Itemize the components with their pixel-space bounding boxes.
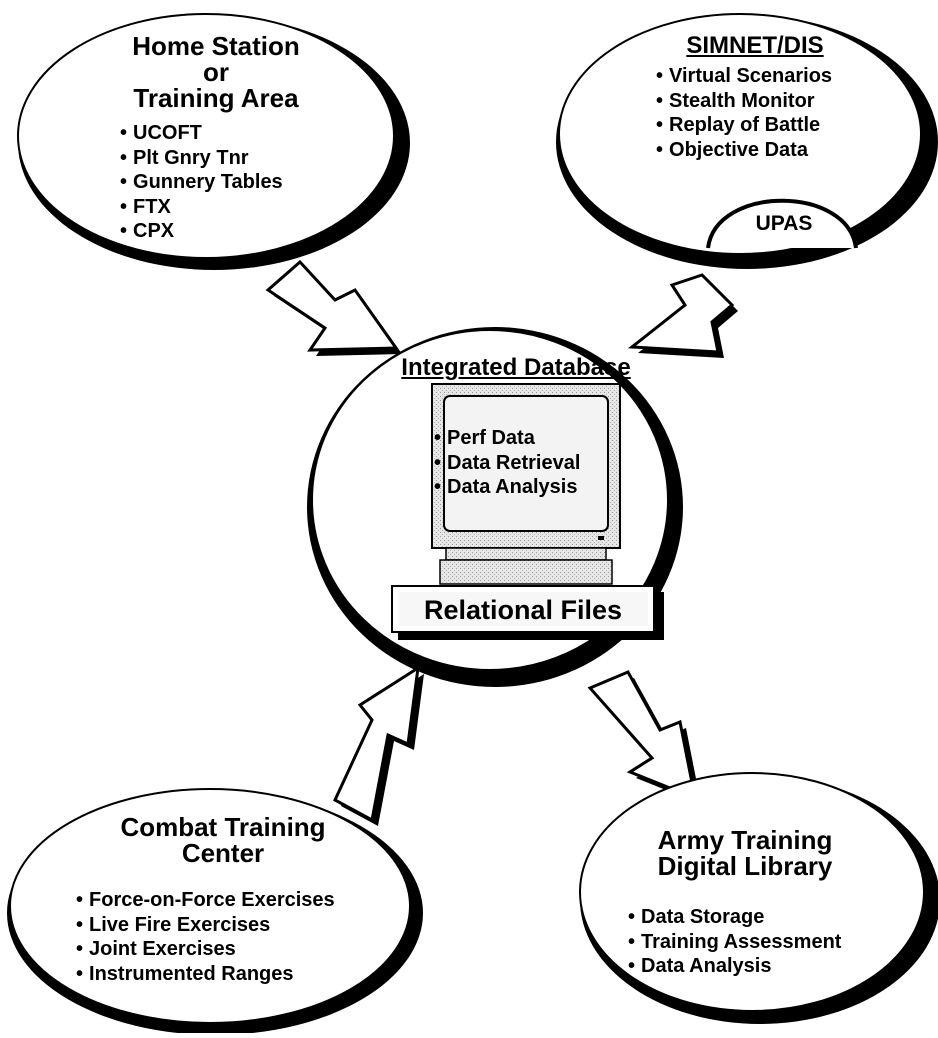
database-screen-list: Perf Data Data Retrieval Data Analysis bbox=[434, 426, 580, 500]
upas-label: UPAS bbox=[755, 212, 813, 235]
list-item: FTX bbox=[120, 195, 283, 220]
simnet-list: Virtual Scenarios Stealth Monitor Replay… bbox=[656, 64, 832, 162]
list-item: Replay of Battle bbox=[656, 113, 832, 138]
simnet-title: SIMNET/DIS bbox=[686, 32, 824, 59]
list-item: CPX bbox=[120, 219, 283, 244]
army-library-title-line: Digital Library bbox=[657, 851, 833, 881]
army-library-title: Army Training Digital Library bbox=[615, 827, 875, 879]
upas-dome bbox=[706, 198, 858, 249]
combat-training-title-line: Combat Training bbox=[120, 812, 326, 842]
list-item: Perf Data bbox=[434, 426, 580, 451]
home-station-title-line: or bbox=[203, 57, 229, 87]
list-item: Live Fire Exercises bbox=[76, 913, 335, 938]
army-library-title-line: Army Training bbox=[657, 825, 833, 855]
list-item: UCOFT bbox=[120, 121, 283, 146]
combat-training-title: Combat Training Center bbox=[88, 814, 358, 866]
ellipse-army-library bbox=[579, 772, 938, 1024]
arrow-simnet-to-database bbox=[627, 273, 738, 358]
arrow-database-to-library bbox=[587, 670, 701, 804]
list-item: Data Analysis bbox=[434, 475, 580, 500]
list-item: Virtual Scenarios bbox=[656, 64, 832, 89]
home-station-title-line: Home Station bbox=[132, 31, 300, 61]
list-item: Training Assessment bbox=[628, 930, 841, 955]
list-item: Joint Exercises bbox=[76, 937, 335, 962]
list-item: Data Retrieval bbox=[434, 451, 580, 476]
list-item: Data Storage bbox=[628, 905, 841, 930]
combat-training-list: Force-on-Force Exercises Live Fire Exerc… bbox=[76, 888, 335, 986]
list-item: Force-on-Force Exercises bbox=[76, 888, 335, 913]
relational-files-label: Relational Files bbox=[423, 595, 623, 625]
home-station-list: UCOFT Plt Gnry Tnr Gunnery Tables FTX CP… bbox=[120, 121, 283, 244]
database-title: Integrated Database bbox=[401, 354, 631, 381]
list-item: Instrumented Ranges bbox=[76, 962, 335, 987]
list-item: Data Analysis bbox=[628, 954, 841, 979]
army-library-list: Data Storage Training Assessment Data An… bbox=[628, 905, 841, 979]
home-station-title-line: Training Area bbox=[133, 83, 299, 113]
arrow-combat-to-database bbox=[333, 665, 424, 826]
home-station-title: Home Station or Training Area bbox=[96, 33, 336, 111]
list-item: Objective Data bbox=[656, 138, 832, 163]
computer-base bbox=[439, 547, 613, 585]
list-item: Gunnery Tables bbox=[120, 170, 283, 195]
arrow-home-to-database bbox=[265, 259, 402, 356]
list-item: Plt Gnry Tnr bbox=[120, 146, 283, 171]
combat-training-title-line: Center bbox=[181, 838, 265, 868]
list-item: Stealth Monitor bbox=[656, 89, 832, 114]
relational-files-box bbox=[391, 585, 664, 640]
